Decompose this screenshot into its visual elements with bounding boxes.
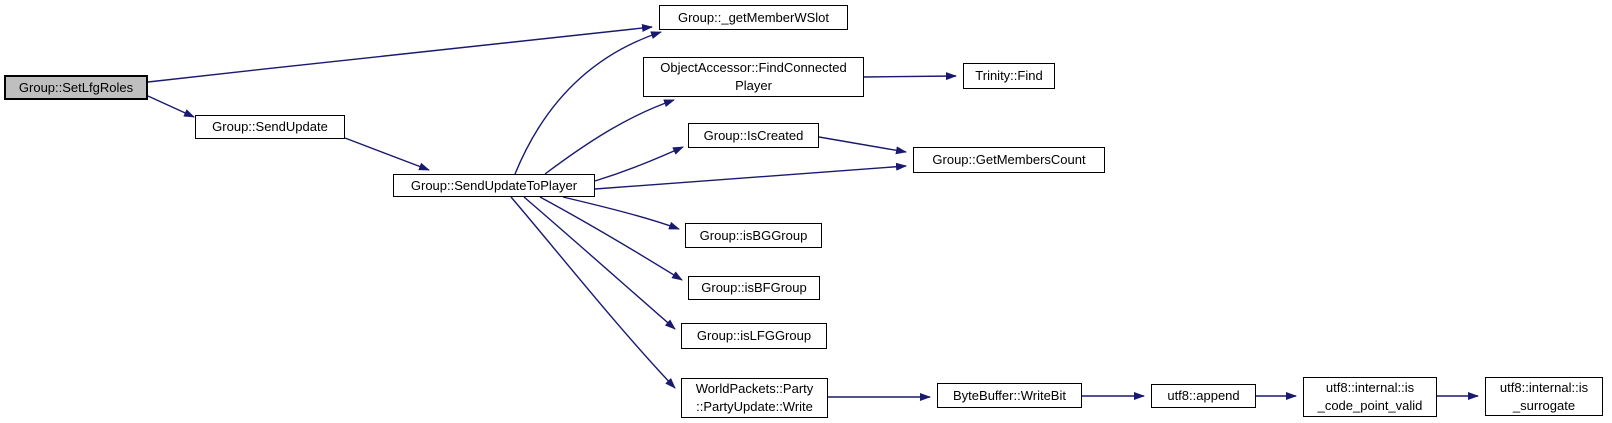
edge-sendupdatetoplayer-getmemberwslot	[514, 31, 662, 175]
edge-sendupdate-sendupdatetoplayer	[344, 137, 430, 171]
node-utf8-internal-is-surrogate[interactable]: utf8::internal::is _surrogate	[1485, 377, 1603, 416]
node-group-iscreated[interactable]: Group::IsCreated	[688, 123, 819, 148]
node-group-isbfgroup[interactable]: Group::isBFGroup	[688, 276, 820, 300]
node-utf8-internal-is-code-point-valid[interactable]: utf8::internal::is _code_point_valid	[1303, 377, 1437, 417]
edge-sendupdatetoplayer-partyupdatewrite	[510, 196, 676, 389]
edge-sendupdatetoplayer-islfggroup	[523, 196, 676, 330]
edge-sendupdatetoplayer-iscreated	[594, 146, 684, 182]
node-utf8-append[interactable]: utf8::append	[1151, 384, 1256, 408]
node-group-islfggroup[interactable]: Group::isLFGGroup	[681, 323, 827, 349]
edge-sendupdatetoplayer-isbggroup	[562, 196, 680, 230]
node-group-setlfgroles[interactable]: Group::SetLfgRoles	[4, 75, 148, 100]
edge-sendupdatetoplayer-findconnectedplayer	[544, 99, 675, 175]
node-trinity-find[interactable]: Trinity::Find	[963, 63, 1055, 89]
node-worldpackets-partyupdate-write[interactable]: WorldPackets::Party ::PartyUpdate::Write	[681, 378, 828, 418]
edge-setlfgroles-sendupdate	[147, 95, 195, 118]
node-group-sendupdate[interactable]: Group::SendUpdate	[195, 115, 345, 139]
node-group-getmemberscount[interactable]: Group::GetMembersCount	[913, 147, 1105, 173]
edge-findconnectedplayer-trinityfind	[863, 72, 957, 81]
node-group-sendupdatetoplayer[interactable]: Group::SendUpdateToPlayer	[393, 174, 595, 197]
node-objectaccessor-findconnectedplayer[interactable]: ObjectAccessor::FindConnected Player	[643, 57, 864, 97]
node-group-isbggroup[interactable]: Group::isBGGroup	[685, 223, 822, 248]
edge-setlfgroles-getmemberwslot	[147, 24, 653, 83]
node-group-getmemberwslot[interactable]: Group::_getMemberWSlot	[659, 5, 848, 30]
edge-sendupdatetoplayer-getmemberscount	[594, 162, 907, 190]
edge-iscreated-getmemberscount	[818, 136, 907, 155]
node-bytebuffer-writebit[interactable]: ByteBuffer::WriteBit	[937, 383, 1082, 408]
edge-sendupdatetoplayer-isbfgroup	[539, 196, 683, 281]
